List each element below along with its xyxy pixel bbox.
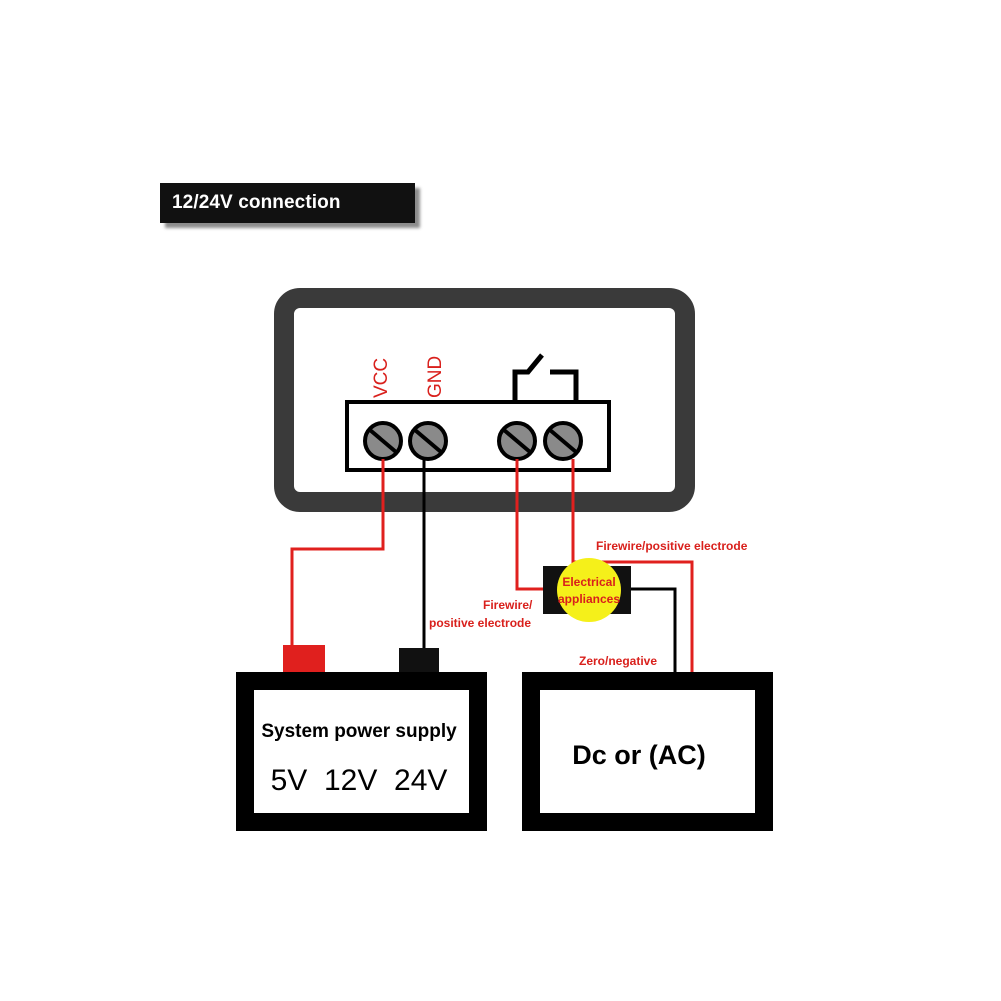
appliance-label-line1: Electrical: [562, 575, 615, 589]
wire-zero-negative: [627, 587, 677, 676]
wire-relay-to-appliance: [515, 459, 545, 591]
firewire-left-label-line1: Firewire/: [483, 598, 533, 612]
wire-vcc-red: [290, 459, 385, 645]
diagram-title: 12/24V connection method: [160, 183, 415, 253]
appliance-indicator: [557, 558, 621, 622]
power-supply-title: System power supply: [261, 721, 457, 742]
gnd-label: GND: [425, 356, 446, 398]
screw-gnd: [408, 421, 448, 461]
screw-relay-2: [543, 421, 583, 461]
relay-contact-icon: [512, 353, 579, 402]
firewire-right-label: Firewire/positive electrode: [596, 539, 748, 553]
load-supply-box: [522, 672, 773, 831]
zero-negative-label: Zero/negative: [579, 654, 657, 668]
screw-relay-1: [497, 421, 537, 461]
power-supply-voltages: 5V 12V 24V: [271, 764, 448, 797]
negative-terminal: [399, 648, 439, 674]
load-supply-title: Dc or (AC): [572, 740, 706, 770]
screw-vcc: [363, 421, 403, 461]
positive-terminal: [283, 645, 325, 672]
appliance-label-line2: appliances: [558, 592, 620, 606]
vcc-label: VCC: [371, 358, 392, 398]
power-supply-box: [236, 672, 487, 831]
firewire-left-label-line2: positive electrode: [429, 616, 531, 630]
wire-firewire-right: [571, 459, 694, 676]
